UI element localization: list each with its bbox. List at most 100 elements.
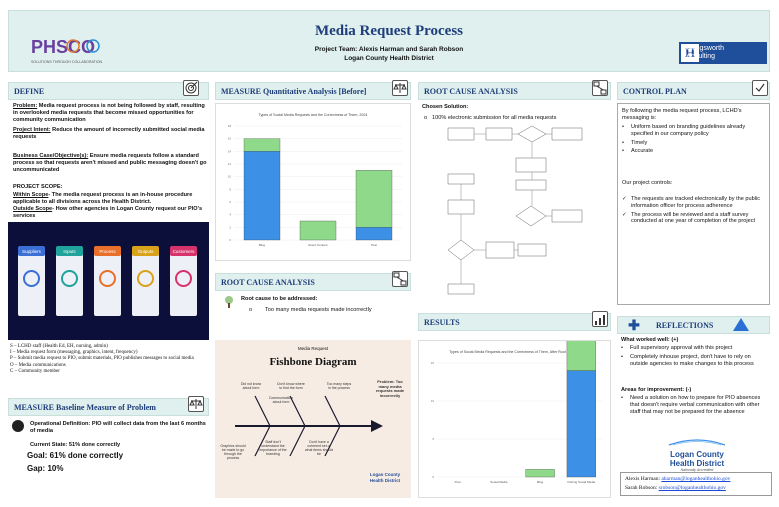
chart-tick-label: 0 — [432, 475, 434, 479]
chart-bar — [566, 271, 596, 371]
outside-label: Outside Scope — [13, 206, 53, 212]
before-chart: Types of Social Media Requests and the C… — [215, 103, 411, 261]
control-check-item: ✓ The process will be reviewed and a staf… — [622, 212, 768, 226]
phsco-tagline: SOLUTIONS THROUGH COLLABORATION — [31, 60, 103, 64]
measure-baseline-heading: MEASURE Baseline Measure of Problem — [8, 398, 209, 416]
control-plan-heading-text: CONTROL PLAN — [623, 86, 687, 96]
sipoc-icon-customers — [175, 270, 192, 287]
improve-label: Areas for improvement: (-) — [621, 387, 692, 393]
chart-category-label: Event Content — [308, 243, 327, 247]
control-plan-box — [617, 103, 770, 305]
hollingsworth-line2: Consulting — [682, 53, 716, 60]
after-chart: Types of Social Media Requests and the C… — [418, 271, 611, 498]
flowchart-icon-2 — [592, 80, 608, 96]
fishbone-note-4: Too many steps in the process — [326, 382, 352, 390]
lchd-logo-line1: Logan County — [670, 450, 724, 459]
chart-tick-label: 10 — [228, 175, 232, 179]
sipoc-label-process: Process — [94, 246, 121, 256]
chosen-solution-label: Chosen Solution: — [422, 104, 469, 110]
results-heading-text: RESULTS — [424, 317, 460, 327]
lchd-logo-line3: Nationally Accredited — [680, 468, 714, 472]
lchd-logo-line2: Health District — [669, 459, 725, 468]
sipoc-icon-inputs — [61, 270, 78, 287]
fishbone-title: Fishbone Diagram — [269, 356, 357, 368]
chart-tick-label: 4 — [229, 213, 231, 217]
well-marker: • — [621, 345, 623, 351]
project-team: Project Team: Alexis Harman and Sarah Ro… — [314, 46, 464, 53]
sipoc-icon-process — [99, 270, 116, 287]
chart-category-label: Blog — [259, 243, 265, 247]
measure-quant-heading: MEASURE Quantitative Analysis [Before] — [215, 82, 411, 100]
chosen-solution-bullet: o — [424, 115, 428, 121]
scope-title: PROJECT SCOPE: — [13, 184, 63, 190]
sipoc-cell-customers — [170, 248, 197, 316]
chart-bar — [525, 469, 555, 478]
control-text: Uniform based on branding guidelines alr… — [631, 124, 746, 137]
chart-tick-label: 18 — [228, 124, 232, 128]
chart-category-label: Post — [455, 480, 461, 484]
control-controls: ✓The requests are tracked electronically… — [622, 196, 768, 227]
chart-tick-label: 8 — [229, 187, 231, 191]
control-marker: • — [622, 124, 624, 130]
sipoc-cell-process — [94, 248, 121, 316]
define-business: Business Case/Objective(s): Ensure media… — [13, 153, 209, 173]
chart-tick-label: 5 — [432, 437, 434, 441]
hollingsworth-logo: H Hollingsworth Consulting — [679, 42, 767, 64]
define-heading-text: DEFINE — [14, 86, 45, 96]
problem-text: Media request process is not being follo… — [13, 103, 205, 123]
improve-item: •Need a solution on how to prepare for P… — [621, 395, 769, 415]
measure-baseline-heading-text: MEASURE Baseline Measure of Problem — [14, 402, 156, 412]
chart-category-label: Blog — [537, 480, 543, 484]
chart-tick-label: 10 — [431, 399, 435, 403]
before-chart-svg: Types of Social Media Requests and the C… — [228, 113, 402, 247]
contact-row-2: Sarah Robson: srobson@loganhealthohio.go… — [625, 484, 767, 493]
scale-icon-2 — [392, 80, 408, 96]
hollingsworth-line1: Hollingsworth — [682, 45, 725, 52]
sipoc-cell-outputs — [132, 248, 159, 316]
contact-email-2[interactable]: srobson@loganhealthohio.gov — [658, 485, 726, 491]
chart-bar — [243, 151, 281, 241]
contact-name-1: Alexis Harman: — [625, 476, 660, 482]
goal-text: Goal: 61% done correctly — [27, 451, 124, 460]
chart-bar — [355, 170, 393, 228]
well-item: •Full supervisory approval with this pro… — [621, 345, 769, 352]
lchd-logo: Logan County Health District Nationally … — [660, 433, 734, 472]
contact-name-2: Sarah Robson: — [625, 485, 658, 491]
contact-email-1[interactable]: aharman@loganhealthohio.gov — [661, 476, 731, 482]
chart-title: Types of Social Media Requests and the C… — [259, 113, 368, 117]
control-check-text: The process will be reviewed and a staff… — [631, 211, 756, 225]
chart-tick-label: 2 — [229, 225, 231, 229]
chart-category-label: Post — [371, 243, 377, 247]
checklist-icon — [752, 80, 768, 96]
sipoc-icon-outputs — [137, 270, 154, 287]
control-check-marker: ✓ — [622, 211, 627, 218]
within-text: - The media request process is an in-hou… — [13, 192, 193, 205]
fishbone-logo: Logan County Health District — [363, 472, 407, 483]
chart-category-label: Social Media — [490, 480, 508, 484]
chart-tick-label: 16 — [228, 137, 232, 141]
plus-icon: ✚ — [628, 317, 640, 333]
phsco-logo-text: PHSCO — [31, 37, 95, 57]
page-title: Media Request Process — [314, 23, 464, 39]
fishbone-small-title: Media Request — [297, 346, 329, 351]
scope-outside: Outside Scope- How other agencies in Log… — [13, 206, 209, 220]
control-check-marker: ✓ — [622, 196, 627, 202]
intent-label: Project Intent: — [13, 127, 51, 133]
tree-icon — [222, 295, 236, 309]
fishbone-lines — [235, 395, 383, 457]
root-cause-bullet: o — [249, 307, 253, 313]
sipoc-legend-item: I – Media request form (messaging, graph… — [10, 350, 138, 356]
chart-tick-label: 0 — [229, 238, 231, 242]
gap-text: Gap: 10% — [27, 464, 64, 473]
business-text: Ensure media requests follow a standard … — [13, 153, 207, 173]
sipoc-label-customers: Customers — [170, 246, 197, 256]
growth-chart-icon — [592, 311, 608, 327]
business-label: Business Case/Objective(s): — [13, 153, 89, 159]
chart-bar — [243, 138, 281, 152]
fishbone-logo-line1: Logan County — [369, 472, 401, 477]
flowchart-icon — [392, 271, 408, 287]
measure-quant-heading-text: MEASURE Quantitative Analysis [Before] — [221, 86, 367, 96]
chart-tick-label: 6 — [229, 200, 231, 204]
fishbone-problem: Problem: Too many media requests made in… — [375, 379, 405, 398]
